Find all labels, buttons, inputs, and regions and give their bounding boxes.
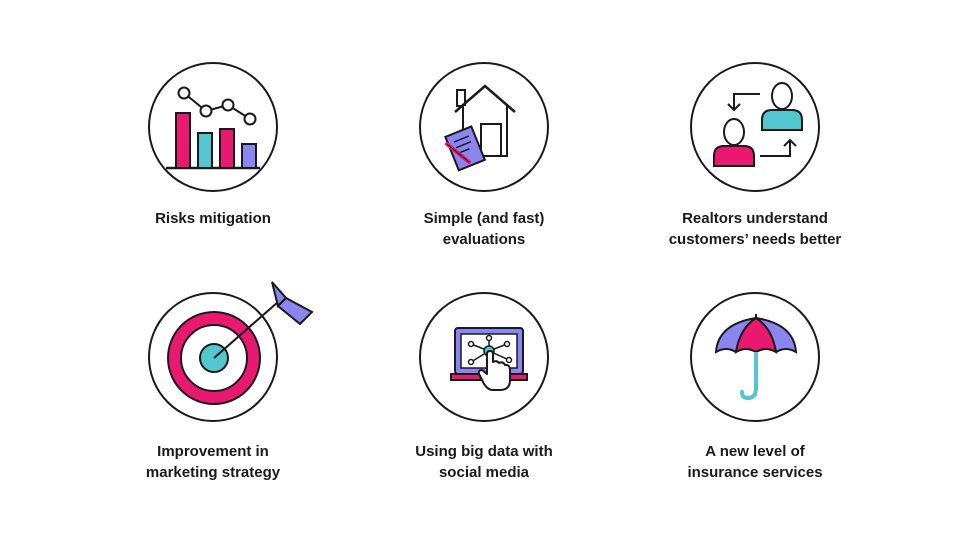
icon-circle-bigdata — [419, 292, 549, 422]
icon-circle-realtors — [690, 62, 820, 192]
caption-line: Realtors understand — [682, 210, 828, 227]
caption-line: social media — [438, 464, 530, 481]
caption-line: Simple (and fast) — [423, 210, 545, 227]
caption-bigdata: Using big data with social media — [354, 441, 614, 483]
house-document-icon — [444, 84, 516, 172]
caption-line: marketing strategy — [145, 464, 281, 481]
icon-circle-evaluations — [419, 62, 549, 192]
icon-circle-risks — [148, 62, 278, 192]
caption-line: Improvement in — [157, 443, 269, 460]
bar-chart-icon — [166, 86, 260, 170]
laptop-network-icon — [450, 327, 528, 391]
people-exchange-icon — [713, 82, 803, 167]
icon-circle-marketing — [148, 281, 314, 422]
caption-line: A new level of — [705, 443, 805, 460]
caption-line: Using big data with — [415, 443, 553, 460]
caption-line: customers’ needs better — [668, 231, 842, 248]
icon-circle-insurance — [690, 292, 820, 422]
caption-evaluations: Simple (and fast) evaluations — [354, 208, 614, 250]
caption-line: insurance services — [687, 464, 823, 481]
caption-line: evaluations — [442, 231, 526, 248]
caption-realtors: Realtors understand customers’ needs bet… — [625, 208, 885, 250]
umbrella-icon — [714, 314, 798, 401]
target-arrow-icon — [167, 281, 314, 405]
caption-marketing: Improvement in marketing strategy — [83, 441, 343, 483]
caption-risks: Risks mitigation — [83, 208, 343, 229]
caption-line: Risks mitigation — [155, 210, 271, 227]
caption-insurance: A new level of insurance services — [625, 441, 885, 483]
